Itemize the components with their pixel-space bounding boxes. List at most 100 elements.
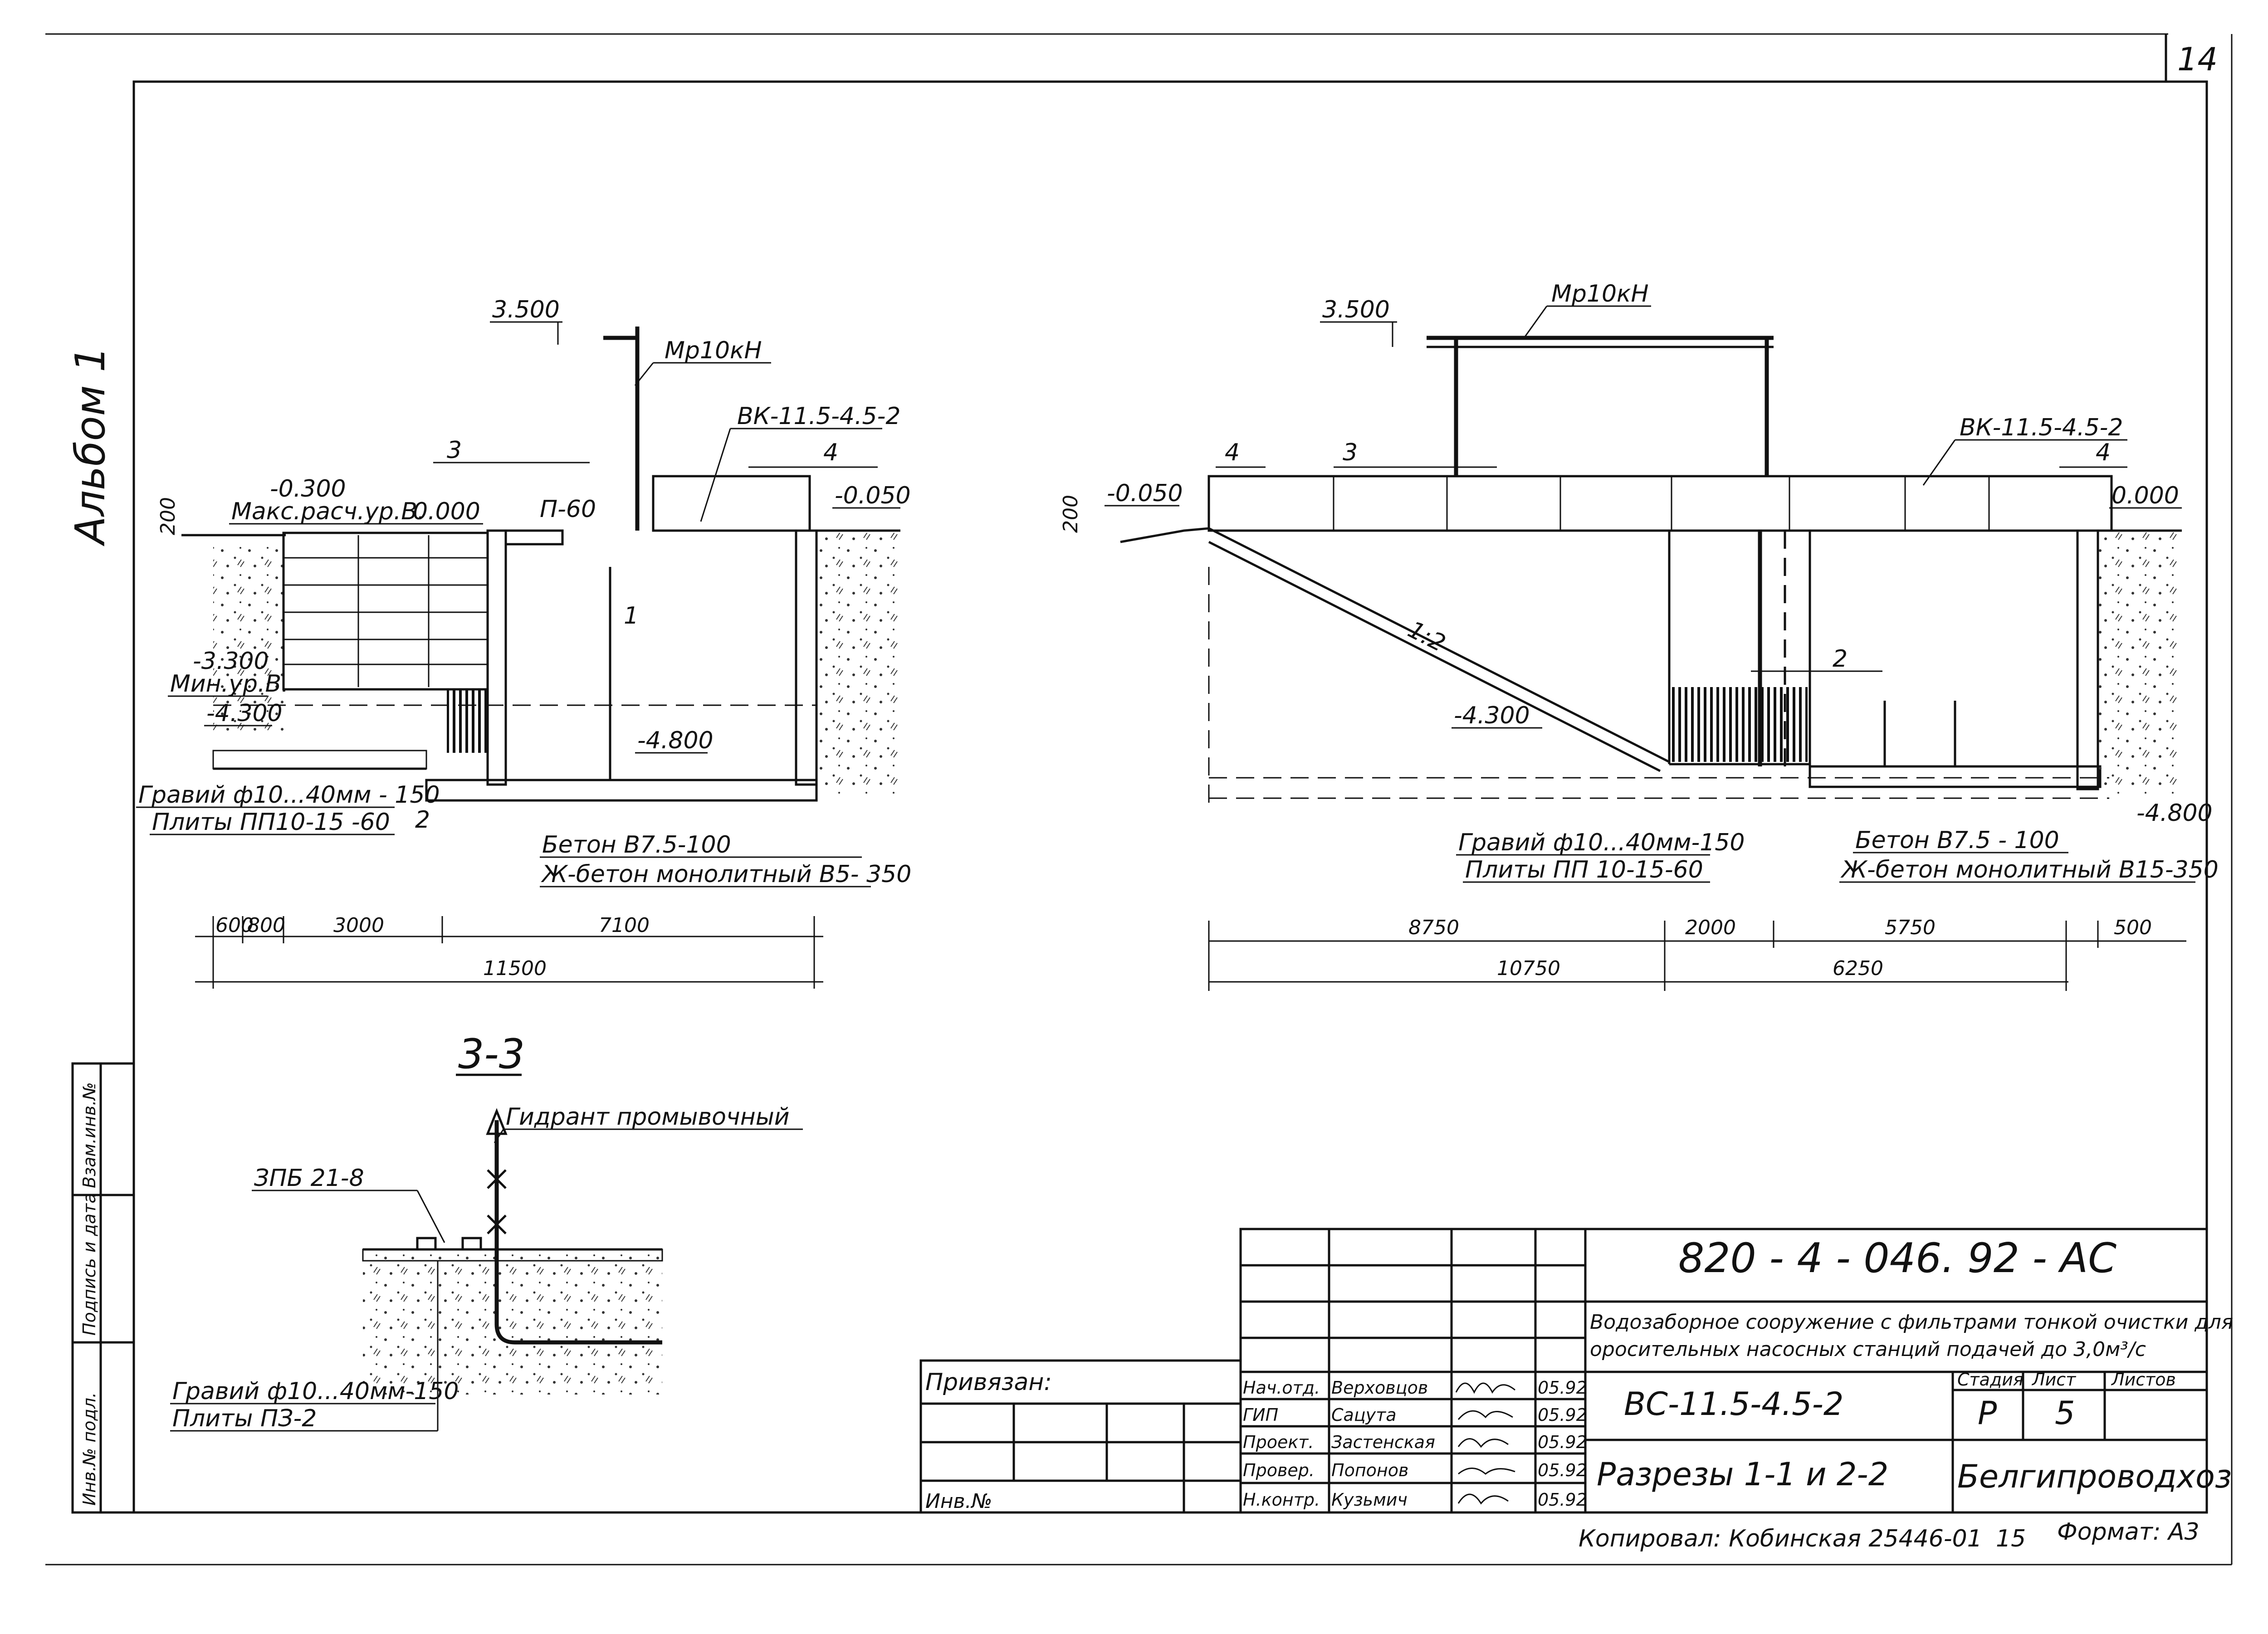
signature-2: [1457, 1438, 1509, 1448]
elev-3300-left: -3.300: [193, 648, 269, 675]
date-1: 05.92: [1538, 1405, 1587, 1425]
elev-0050-right: -0.050: [1107, 480, 1183, 507]
organization: Белгипроводхоз: [1957, 1458, 2232, 1495]
dim-500: 500: [2114, 916, 2152, 939]
album-label: Альбом 1: [67, 346, 114, 546]
elev-4300-left: -4.300: [206, 700, 283, 727]
stage-label: Стадия: [1957, 1370, 2024, 1390]
bottom-slab: [425, 779, 818, 802]
doc-code: 820 - 4 - 046. 92 - АС: [1678, 1234, 2116, 1282]
callout-4b-right: 4: [2096, 439, 2111, 466]
elev-top-right: 3.500: [1322, 296, 1390, 323]
callout-4a-right: 4: [1225, 439, 1240, 466]
elev-000-right: 0.000: [2112, 482, 2179, 509]
role-3: Провер.: [1243, 1460, 1315, 1480]
stamp-replace-inv: Взам.инв.№: [79, 1082, 99, 1188]
elev-0050-left: -0.050: [835, 482, 911, 509]
name-2: Застенская: [1331, 1432, 1435, 1452]
inv-label: Инв.№: [925, 1490, 992, 1513]
copy-number: 15: [1996, 1525, 2026, 1552]
paper-format: Формат: А3: [2057, 1518, 2200, 1546]
section-right: 3.500 Мр10кН 4 3 4 ВК-11.5-4.5-2 -0.050 …: [1059, 280, 2219, 991]
title-block: Привязан: Инв.№ Нач.отд. Верховцов 05.92…: [919, 1228, 2233, 1552]
soil-left: [213, 542, 284, 737]
name-4: Кузьмич: [1331, 1490, 1408, 1510]
signature-0: [1455, 1382, 1515, 1394]
cover-slab-right: [1207, 475, 2113, 532]
signature-1: [1457, 1410, 1513, 1420]
gravel-33: Гравий ф10...40мм-150: [172, 1378, 459, 1405]
callout-2-right: 2: [1833, 645, 1848, 673]
hydrant-valve-top: [486, 1108, 508, 1135]
dim-200-right: 200: [1059, 495, 1082, 533]
screen-right: [1669, 687, 1808, 762]
sheets-label: Листов: [2111, 1370, 2176, 1390]
date-0: 05.92: [1538, 1378, 1587, 1398]
stamp-inv-orig: Инв.№ подл.: [79, 1392, 99, 1506]
slabs-right: Плиты ПП 10-15-60: [1465, 856, 1703, 883]
elev-000-left: 0.000: [413, 498, 480, 525]
load-left: Мр10кН: [665, 337, 762, 364]
callout-3-left: 3: [447, 437, 462, 464]
soil-33: [363, 1249, 662, 1395]
hydrant-label: Гидрант промывочный: [506, 1103, 790, 1131]
slabs-33: Плиты ПЗ-2: [172, 1405, 317, 1432]
sheet-label: Лист: [2031, 1370, 2077, 1390]
date-3: 05.92: [1538, 1460, 1587, 1480]
section-33-title: 3-3: [458, 1030, 525, 1078]
slope-line: [1120, 527, 1670, 763]
slope-ratio: 1:2: [1403, 616, 1450, 657]
gravel-right: Гравий ф10...40мм-150: [1458, 829, 1745, 856]
copied-by: Копировал: Кобинская 25446-01: [1579, 1525, 1982, 1552]
screen-grid: [447, 689, 488, 753]
callout-3-right: 3: [1343, 439, 1358, 466]
slabs-left: Плиты ПП10-15 -60: [152, 809, 390, 836]
cover-slab: [652, 475, 811, 532]
callout-1-left: 1: [624, 602, 639, 629]
load-right: Мр10кН: [1551, 280, 1649, 307]
max-level-left: Макс.расч.ур.В.: [231, 498, 425, 525]
soil-right: [816, 533, 898, 794]
elev-max-left: -0.300: [270, 475, 346, 502]
callout-4-left: 4: [823, 439, 838, 466]
hydrant-pipe: [494, 1120, 662, 1345]
p60-label: П-60: [540, 496, 596, 523]
bottom-slab-right: [1809, 765, 2102, 788]
elev-4800-left: -4.800: [637, 727, 714, 754]
mark-vk-left: ВК-11.5-4.5-2: [737, 403, 900, 430]
wall-right-section: [2076, 529, 2099, 790]
drawing-title: Разрезы 1-1 и 2-2: [1597, 1456, 1888, 1493]
name-0: Верховцов: [1331, 1378, 1428, 1398]
dim-800: 800: [247, 914, 285, 937]
sheet-value: 5: [2055, 1395, 2075, 1432]
role-0: Нач.отд.: [1243, 1378, 1320, 1398]
gravel-left: Гравий ф10...40мм - 150: [138, 781, 440, 809]
dim-7100: 7100: [599, 914, 650, 937]
signature-3: [1458, 1468, 1515, 1475]
stage-value: Р: [1978, 1395, 1997, 1432]
name-3: Попонов: [1331, 1460, 1408, 1480]
dim-600: 600: [215, 914, 254, 937]
zpb-label: ЗПБ 21-8: [254, 1165, 364, 1192]
section-left: 3.500 Мр10кН 3 4 ВК-11.5-4.5-2 -0.300 Ма…: [136, 296, 911, 989]
filter-block: [282, 532, 489, 691]
min-level-left: Мин.ур.В.: [170, 670, 289, 697]
elev-top-left: 3.500: [492, 296, 560, 323]
rc-left: Ж-бетон монолитный В5- 350: [541, 861, 911, 888]
role-1: ГИП: [1243, 1405, 1278, 1425]
side-stamp: Инв.№ подл. Подпись и дата Взам.инв.№: [71, 1062, 135, 1514]
concrete-right: Бетон В7.5 - 100: [1855, 827, 2059, 854]
gravel-layer: [212, 750, 427, 770]
dim-5750: 5750: [1885, 916, 1936, 939]
bound-label: Привязан:: [925, 1369, 1052, 1396]
date-4: 05.92: [1538, 1490, 1587, 1510]
elev-4300-right: -4.300: [1454, 702, 1530, 729]
mark-vk-right: ВК-11.5-4.5-2: [1960, 414, 2123, 441]
description-2: оросительных насосных станций подачей до…: [1590, 1338, 2146, 1361]
description-1: Водозаборное сооружение с фильтрами тонк…: [1590, 1311, 2233, 1334]
wall-left: [486, 529, 507, 786]
section-3-3: 3-3 Гидрант промывочный ЗПБ 21-8 Гравий …: [170, 1030, 803, 1432]
object-code: ВС-11.5-4.5-2: [1624, 1385, 1843, 1423]
dim-3000: 3000: [333, 914, 384, 937]
